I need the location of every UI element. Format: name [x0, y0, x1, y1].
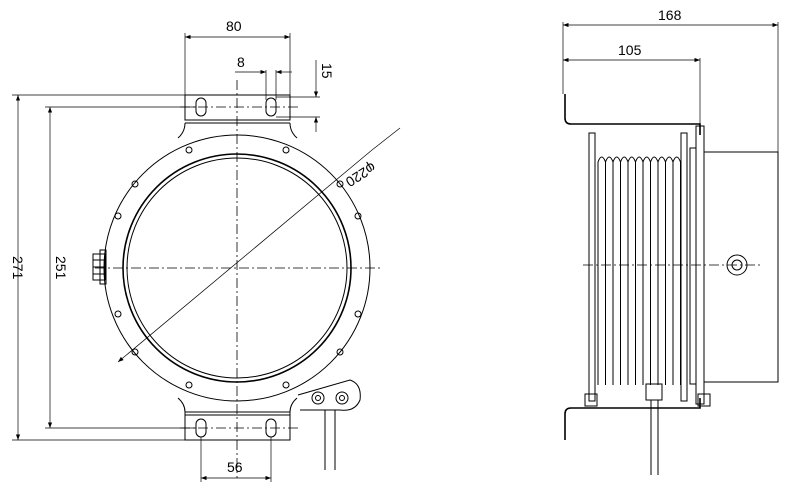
dim-hole-spacing: 251 [53, 256, 69, 280]
housing [703, 151, 779, 383]
bolt-holes [114, 146, 362, 389]
coil-winding [650, 156, 659, 385]
coil-winding [612, 156, 621, 385]
flange-left [588, 132, 596, 402]
front-view: φ220 80 8 15 271 251 56 [10, 18, 401, 482]
coil-winding [597, 156, 606, 385]
side-view: 168 105 [562, 7, 779, 475]
flange-right [680, 132, 688, 402]
dim-slot-height: 15 [319, 63, 335, 79]
cable-side [645, 383, 663, 475]
terminal-lug [297, 379, 361, 470]
coil-winding [642, 156, 651, 385]
coil-winding [635, 156, 644, 385]
coil [597, 156, 681, 385]
top-bracket-side [564, 94, 701, 135]
dim-bottom-slot-spacing: 56 [227, 459, 243, 475]
coil-winding [657, 156, 666, 385]
dim-diameter: φ220 [343, 159, 379, 190]
cable-gland [92, 249, 107, 285]
coil-winding [665, 156, 674, 385]
dim-bracket-width: 80 [226, 18, 242, 34]
dim-bracket-depth: 105 [618, 42, 642, 58]
coil-winding [605, 156, 614, 385]
bottom-bracket [184, 411, 291, 441]
coil-winding [672, 156, 681, 385]
dim-overall-depth: 168 [658, 7, 682, 23]
coil-winding [627, 156, 636, 385]
coil-winding [620, 156, 629, 385]
dim-overall-height: 271 [10, 256, 26, 280]
bottom-bracket-side [564, 398, 701, 440]
dim-slot-width: 8 [237, 54, 245, 70]
